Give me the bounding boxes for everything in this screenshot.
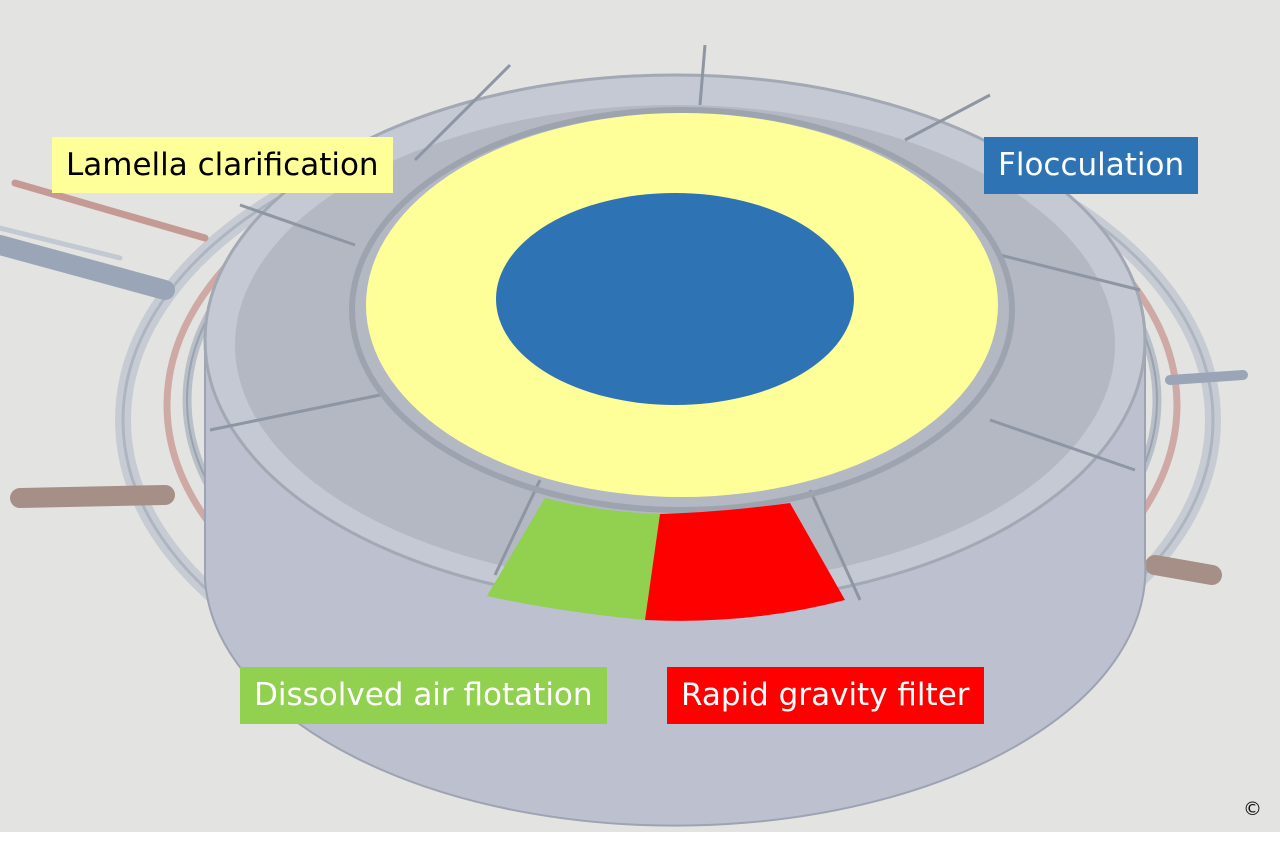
label-flocculation-text: Flocculation	[998, 150, 1184, 181]
label-dissolved-air-flotation: Dissolved air flotation	[240, 667, 607, 724]
flocculation-zone	[496, 193, 854, 405]
label-lamella-clarification: Lamella clarification	[52, 137, 393, 193]
label-rapid-gravity-filter: Rapid gravity filter	[667, 667, 984, 724]
label-lamella-text: Lamella clarification	[66, 150, 379, 181]
brown-outlet-pipe-right	[1155, 565, 1212, 575]
brown-outlet-pipe-left	[20, 495, 165, 498]
label-flocculation: Flocculation	[984, 137, 1198, 194]
label-daf-text: Dissolved air flotation	[254, 680, 593, 711]
copyright-mark: ©	[1243, 798, 1262, 820]
label-rgf-text: Rapid gravity filter	[681, 680, 970, 711]
right-side-pipe	[1170, 375, 1243, 380]
